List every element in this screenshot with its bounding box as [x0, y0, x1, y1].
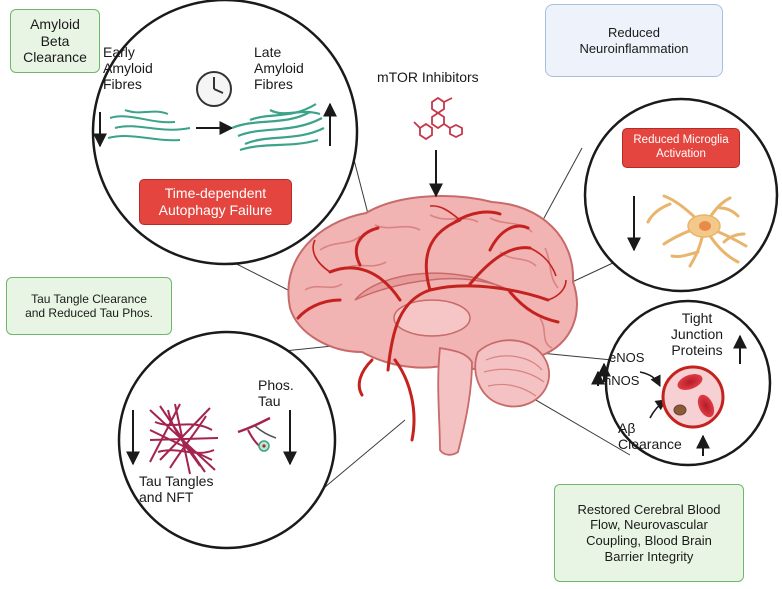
restored-flow-box: Restored Cerebral Blood Flow, Neurovascu… — [554, 484, 744, 582]
brain-stem — [437, 346, 473, 456]
enos-label: eNOS — [609, 350, 645, 365]
tau-tangles-label: Tau Tangles and NFT — [139, 473, 214, 506]
vessel-circle — [591, 299, 772, 467]
early-fibres-icon — [107, 109, 191, 142]
tight-junction-label: Tight Junction Proteins — [670, 310, 724, 359]
phos-tau-icon — [237, 416, 277, 452]
tau-clearance-box: Tau Tangle Clearance and Reduced Tau Pho… — [6, 277, 172, 335]
nnos-label: nNOS — [604, 373, 640, 388]
clock-icon — [196, 71, 232, 107]
vessel-crosssection-icon — [661, 365, 725, 429]
autophagy-failure-box: Time-dependent Autophagy Failure — [139, 179, 292, 225]
reduced-microglia-box: Reduced Microglia Activation — [622, 128, 740, 168]
abeta-clearance-label: Aβ Clearance — [618, 420, 682, 453]
late-fibres-label: Late Amyloid Fibres — [254, 44, 304, 93]
phos-tau-label: Phos. Tau — [258, 377, 294, 410]
blood-vessels — [296, 210, 560, 442]
brain-cerebrum — [287, 195, 578, 372]
mtor-molecule-icon — [413, 96, 463, 141]
tau-circle — [117, 330, 337, 550]
early-fibres-label: Early Amyloid Fibres — [103, 44, 153, 93]
late-fibres-icon — [231, 103, 325, 152]
brain-illustration — [287, 195, 578, 456]
tau-tangle-icon — [149, 403, 219, 475]
mtor-inhibitors-label: mTOR Inhibitors — [377, 69, 479, 85]
brain-cerebellum — [474, 339, 551, 408]
amyloid-clearance-box: Amyloid Beta Clearance — [10, 9, 100, 73]
reduced-neuroinflammation-box: Reduced Neuroinflammation — [545, 4, 723, 77]
